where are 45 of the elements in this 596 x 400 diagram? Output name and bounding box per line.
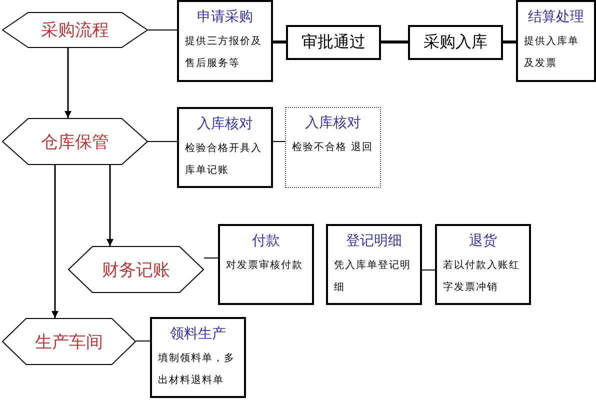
connector-line <box>136 340 150 342</box>
node-title: 仓库保管 <box>40 131 110 153</box>
process-box <box>285 107 381 188</box>
node-title: 财务记账 <box>101 259 171 281</box>
box-description: 提供入库单及发票 <box>524 34 580 71</box>
process-box <box>150 317 246 398</box>
hexagon-node <box>2 318 136 365</box>
process-box <box>408 25 503 60</box>
process-box <box>177 0 273 82</box>
connector-line <box>148 141 178 142</box>
box-description: 检验合格开具入库单记账 <box>185 142 263 178</box>
hexagon-node <box>68 246 204 293</box>
arrow <box>64 48 72 118</box>
box-heading: 登记明细 <box>345 232 403 250</box>
box-heading: 申请采购 <box>196 8 254 26</box>
arrow <box>52 165 58 318</box>
hexagon-node <box>2 118 148 165</box>
box-description: 填制领料单，多出材料退料单 <box>158 352 236 388</box>
process-box <box>218 224 314 305</box>
box-heading: 付款 <box>251 232 281 250</box>
node-label: 采购入库 <box>424 32 488 53</box>
box-description: 若以付款入账红字发票冲销 <box>443 258 521 295</box>
box-heading: 入库核对 <box>196 115 254 133</box>
connector-line <box>273 40 286 44</box>
box-heading: 退货 <box>468 232 498 250</box>
box-heading: 入库核对 <box>304 114 362 132</box>
box-description: 对发票审核付款 <box>226 258 304 273</box>
process-box <box>516 0 596 82</box>
box-heading: 结算处理 <box>527 8 585 26</box>
connector-line <box>272 141 286 142</box>
hexagon-node <box>2 12 148 48</box>
node-title: 采购流程 <box>40 20 110 42</box>
process-box <box>435 224 531 305</box>
box-description: 提供三方报价及售后服务等 <box>185 34 263 71</box>
node-title: 生产车间 <box>34 331 104 353</box>
box-description: 凭入库单登记明细 <box>334 258 412 295</box>
connector-line <box>381 40 408 44</box>
connector-line <box>503 40 516 44</box>
process-box <box>286 25 381 60</box>
process-box <box>326 224 422 305</box>
node-label: 审批通过 <box>302 32 366 53</box>
box-heading: 领料生产 <box>169 325 227 343</box>
process-box <box>177 107 273 188</box>
box-description: 检验不合格 退回 <box>292 140 374 155</box>
arrow <box>106 165 114 246</box>
